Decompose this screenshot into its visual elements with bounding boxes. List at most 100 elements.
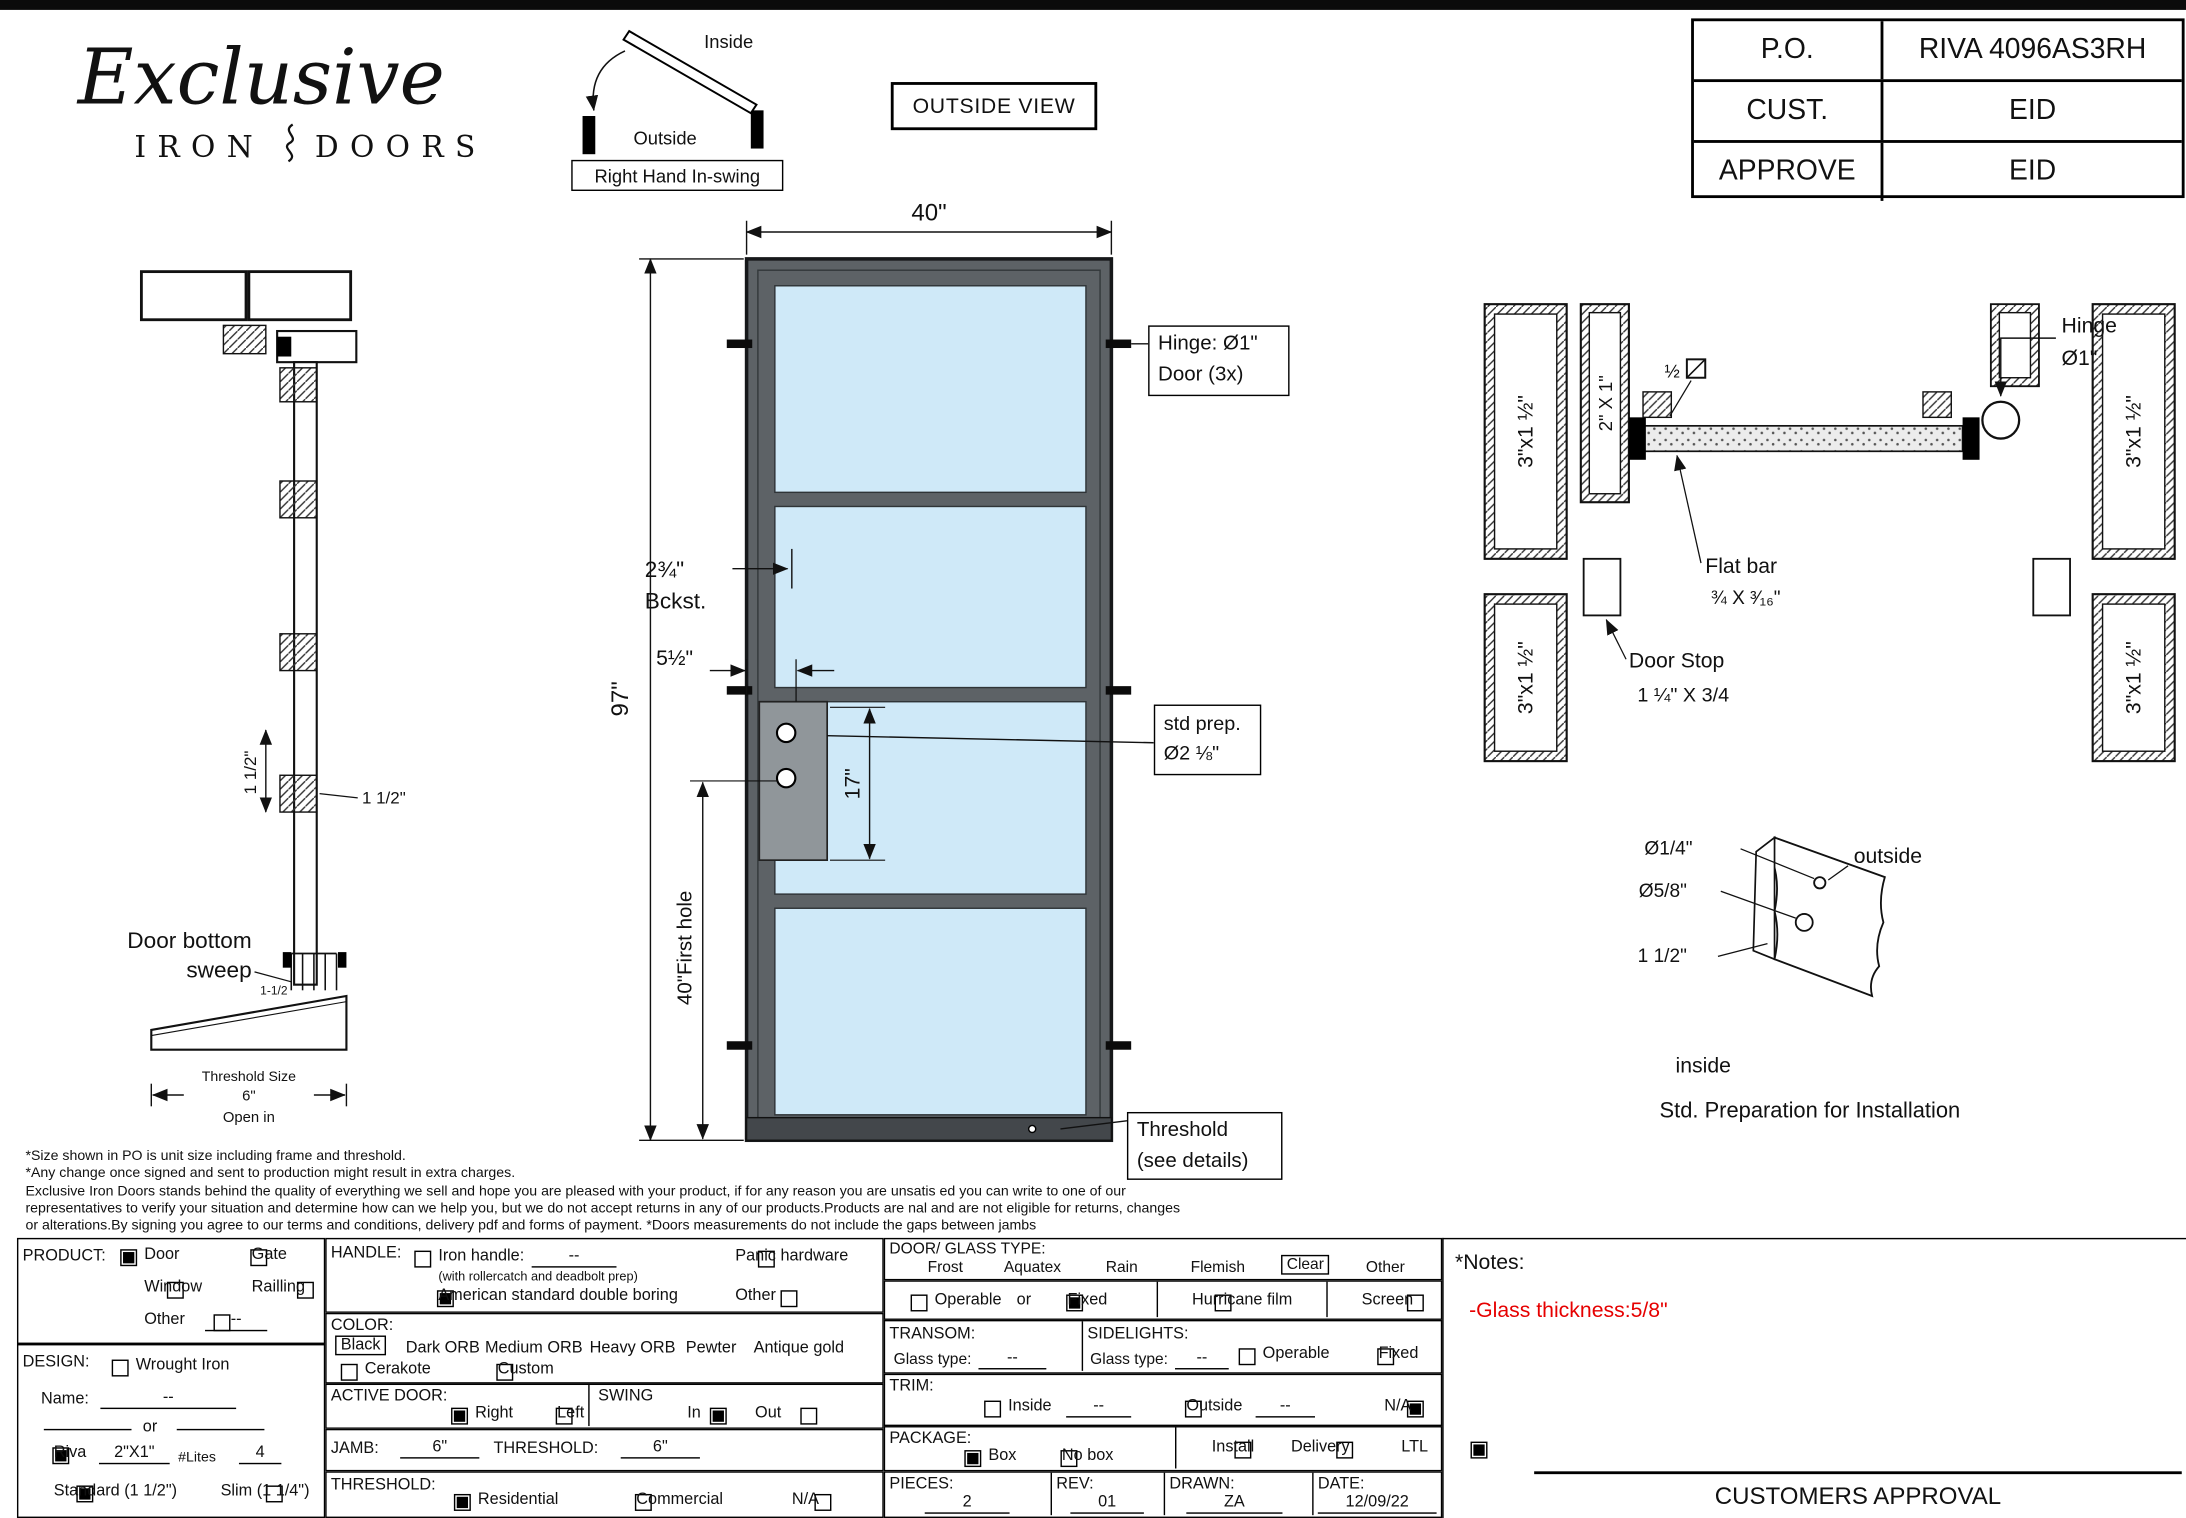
package-delivery-checkbox[interactable]	[1336, 1441, 1354, 1459]
package-ltl-label: LTL	[1401, 1438, 1429, 1456]
inside-label: inside	[1676, 1054, 1731, 1077]
hinge-label: Hinge	[2062, 314, 2117, 337]
side-profile-view: 1 1/2" 1 1/2" Door bottom sweep 1-1/2 Th…	[127, 270, 406, 1126]
threshold-type-box: THRESHOLD: Residential Commercial N/A	[325, 1471, 884, 1518]
outside-view-box: OUTSIDE VIEW	[890, 82, 1098, 131]
hurricane-film-label: Hurricane film	[1191, 1291, 1293, 1309]
swing-right-jamb	[750, 110, 764, 149]
design-standard-checkbox[interactable]	[76, 1485, 94, 1503]
package-nobox-checkbox[interactable]	[1061, 1450, 1079, 1468]
trim-inside-label: Inside	[1008, 1397, 1052, 1415]
rail-section	[279, 480, 318, 519]
color-black-option[interactable]: Black	[335, 1335, 387, 1356]
hole-five-eighths	[1794, 912, 1814, 932]
design-wrought-checkbox[interactable]	[111, 1359, 129, 1377]
trim-na-label: N/A	[1384, 1397, 1412, 1415]
glass-clear-option[interactable]: Clear	[1281, 1254, 1330, 1275]
po-label: P.O.	[1694, 21, 1884, 80]
design-riva-size: 2"X1"	[98, 1444, 170, 1465]
product-door-checkbox[interactable]	[120, 1249, 138, 1267]
swing-out-checkbox[interactable]	[800, 1407, 818, 1425]
product-gate-checkbox[interactable]	[250, 1249, 268, 1267]
pieces-label: PIECES:	[889, 1475, 954, 1493]
form-footer-box: PIECES: 2 REV: 01 DRAWN: ZA DATE: 12/09/…	[883, 1471, 1443, 1518]
swing-inside-label: Inside	[704, 31, 753, 52]
package-box-checkbox[interactable]	[964, 1450, 982, 1468]
swing-out-label: Out	[755, 1404, 782, 1422]
color-custom-checkbox[interactable]	[496, 1363, 514, 1381]
hinge-callout: Hinge: Ø1" Door (3x)	[1148, 325, 1290, 397]
trim-na-checkbox[interactable]	[1406, 1400, 1424, 1418]
package-ltl-checkbox[interactable]	[1470, 1441, 1488, 1459]
hinge-marker	[1105, 1041, 1132, 1050]
handle-panic-label: Panic hardware	[735, 1247, 849, 1265]
hole-small-dim: Ø1/4"	[1644, 838, 1692, 859]
product-railing-checkbox[interactable]	[297, 1281, 315, 1299]
threshold-type-label: THRESHOLD:	[330, 1476, 436, 1494]
sidelights-operable-checkbox[interactable]	[1238, 1348, 1256, 1366]
customers-approval-label: CUSTOMERS APPROVAL	[1714, 1482, 2002, 1510]
bracket-plate	[1772, 836, 1886, 998]
screen-checkbox[interactable]	[1407, 1294, 1425, 1312]
sidelights-fixed-checkbox[interactable]	[1377, 1348, 1395, 1366]
hinge-marker	[1105, 339, 1132, 349]
hinge-callout-line1: Hinge: Ø1"	[1158, 332, 1258, 356]
threshold-label: THRESHOLD:	[493, 1440, 599, 1458]
leader-line	[1740, 848, 1815, 880]
design-lites-value: 4	[238, 1444, 282, 1465]
glass-operable-label: Operable	[934, 1291, 1002, 1309]
sidelights-fixed-label: Fixed	[1378, 1345, 1419, 1363]
rail-section	[279, 774, 318, 813]
handle-other-checkbox[interactable]	[781, 1290, 798, 1308]
divider	[588, 1385, 590, 1427]
color-cerakote-checkbox[interactable]	[340, 1363, 358, 1381]
handle-american-checkbox[interactable]	[437, 1290, 455, 1308]
package-install-checkbox[interactable]	[1234, 1441, 1252, 1459]
active-left-checkbox[interactable]	[556, 1407, 574, 1425]
handle-panic-checkbox[interactable]	[757, 1250, 775, 1268]
bar-end-block	[1628, 417, 1646, 460]
notes-title: *Notes:	[1454, 1250, 1525, 1275]
po-value: RIVA 4096AS3RH	[1918, 33, 2147, 66]
sweep-block	[282, 952, 292, 968]
glass-operable-checkbox[interactable]	[910, 1294, 928, 1312]
design-riva-checkbox[interactable]	[52, 1447, 70, 1465]
logo-word: Exclusive	[77, 32, 445, 122]
trim-outside-label: Outside	[1186, 1397, 1243, 1415]
pieces-value: 2	[924, 1494, 1010, 1514]
disclaimer-line: *Size shown in PO is unit size including…	[25, 1148, 406, 1165]
color-mediumorb-option: Medium ORB	[484, 1339, 583, 1357]
tube-inner-label: 2" X 1"	[1595, 375, 1616, 431]
hinge-leader-line	[1994, 337, 2056, 397]
package-nobox-label: No box	[1061, 1447, 1114, 1465]
trim-outside-checkbox[interactable]	[1185, 1400, 1203, 1418]
hurricane-film-checkbox[interactable]	[1214, 1294, 1232, 1312]
color-cerakote-label: Cerakote	[364, 1360, 431, 1378]
glass-panel-2	[774, 505, 1087, 689]
swing-in-checkbox[interactable]	[709, 1407, 727, 1425]
handle-iron-checkbox[interactable]	[414, 1250, 432, 1268]
active-left-label: Left	[557, 1404, 585, 1422]
flat-bar-section	[1636, 424, 1964, 453]
jamb-value: 6"	[400, 1439, 480, 1459]
product-window-checkbox[interactable]	[166, 1281, 184, 1299]
swing-left-jamb	[582, 116, 596, 155]
threshold-residential-checkbox[interactable]	[453, 1493, 471, 1511]
jamb-detail: 3"x1 ½" 3"x1 ½" 2" X 1" ½ Flat bar ¾ X ³…	[1483, 303, 2176, 763]
design-wrought-label: Wrought Iron	[135, 1356, 230, 1374]
package-box: PACKAGE: Box No box Install Delivery LTL	[883, 1426, 1488, 1472]
trim-inside-checkbox[interactable]	[984, 1400, 1002, 1418]
threshold-commercial-checkbox[interactable]	[635, 1493, 653, 1511]
logo-doors: DOORS	[314, 129, 487, 164]
threshold-na-checkbox[interactable]	[814, 1493, 832, 1511]
sweep-size-small: 1-1/2	[260, 984, 288, 998]
design-slim-checkbox[interactable]	[266, 1485, 284, 1503]
hinge-marker	[726, 339, 753, 349]
bore-hole-top	[775, 722, 797, 744]
hole-large-dim: Ø5/8"	[1639, 881, 1687, 902]
glass-type-label: DOOR/ GLASS TYPE:	[889, 1240, 1046, 1258]
active-right-checkbox[interactable]	[451, 1407, 469, 1425]
sweep-label-1: Door bottom	[127, 928, 251, 953]
glass-fixed-checkbox[interactable]	[1066, 1294, 1084, 1312]
hinge-marker	[1105, 686, 1132, 695]
